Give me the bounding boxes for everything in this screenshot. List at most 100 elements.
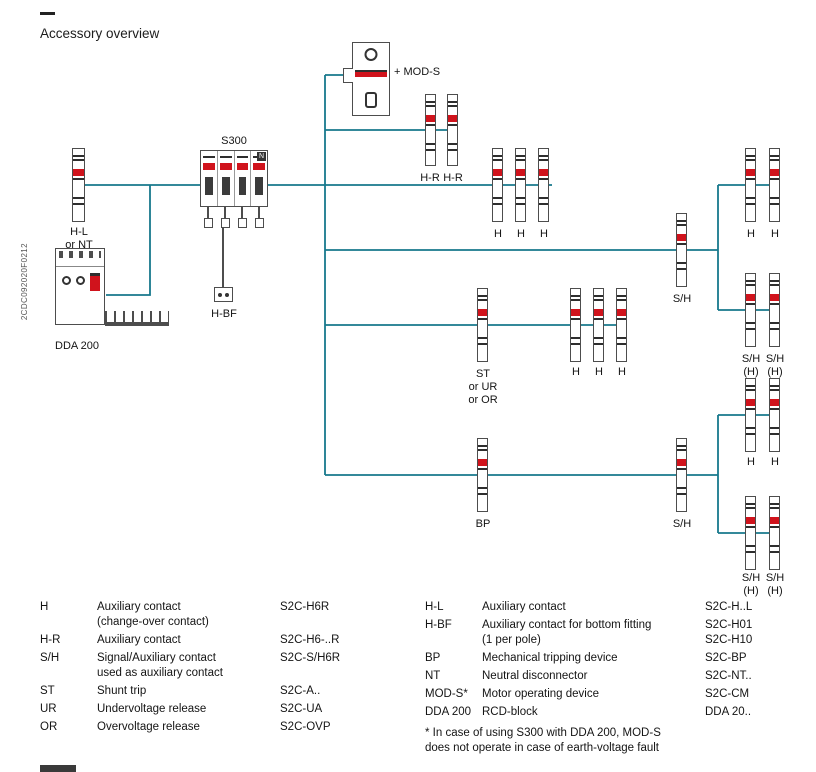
s300-terminal-box [255, 218, 264, 228]
dda-din-rail [105, 311, 169, 326]
dda-indicator-icon [76, 276, 85, 285]
mod-s-knob-icon [364, 48, 378, 61]
legend-row: OR Overvoltage release S2C-OVP [40, 720, 412, 735]
legend-desc: Mechanical tripping device [482, 652, 618, 664]
device-s-h-bottom [676, 438, 687, 512]
mod-s-handle-icon [365, 92, 377, 108]
legend-abbr: H-L [425, 601, 444, 613]
legend-row: UR Undervoltage release S2C-UA [40, 702, 412, 717]
dda-test-button-icon [62, 276, 71, 285]
legend-abbr: H-BF [425, 619, 452, 631]
legend-desc: Auxiliary contact for bottom fitting (1 … [482, 619, 652, 646]
device-h-l [72, 148, 85, 222]
label-st-ur-or: ST or UR or OR [468, 368, 498, 406]
dda-red-switch [90, 273, 100, 291]
device-h-6 [616, 288, 627, 362]
legend-row: H-L Auxiliary contact S2C-H..L [425, 600, 805, 615]
legend-abbr: BP [425, 652, 441, 664]
label-h-6: H [618, 366, 626, 378]
document-code-vertical: 2CDC092020F0212 [20, 243, 29, 321]
legend-footnote: * In case of using S300 with DDA 200, MO… [425, 727, 661, 754]
s300-terminal-stub [241, 207, 243, 219]
legend-desc: Signal/Auxiliary contact used as auxilia… [97, 652, 223, 679]
device-dda-200 [55, 248, 105, 325]
legend-part: S2C-H6-..R [280, 634, 340, 646]
h-bf-connector-line [222, 228, 224, 288]
s300-module-1 [201, 151, 218, 206]
device-h-3 [538, 148, 549, 222]
label-h-r-2: H-R [443, 172, 463, 184]
label-h-mid-right-1: H [747, 456, 755, 468]
legend-part: S2C-A.. [280, 685, 321, 697]
legend-row: DDA 200 RCD-block DDA 20.. [425, 705, 805, 720]
legend-abbr: OR [40, 721, 58, 733]
legend-right-block: H-L Auxiliary contact S2C-H..L H-BF Auxi… [425, 600, 805, 756]
legend-part: S2C-H01 S2C-H10 [705, 619, 753, 646]
device-h-1 [492, 148, 503, 222]
label-h-top-right-1: H [747, 228, 755, 240]
label-s300: S300 [221, 135, 247, 147]
s300-terminal-box [238, 218, 247, 228]
legend-part: S2C-H..L [705, 601, 753, 613]
mod-s-red-stripe [355, 70, 387, 77]
label-s-h-top: S/H [672, 293, 692, 305]
legend-row: BP Mechanical tripping device S2C-BP [425, 651, 805, 666]
legend-abbr: NT [425, 670, 441, 682]
device-s-h-top [676, 213, 687, 287]
label-s-h-h-top-2: S/H (H) [765, 353, 785, 378]
s300-terminal-box [221, 218, 230, 228]
connection-lines [82, 74, 780, 534]
device-h-top-right-2 [769, 148, 780, 222]
device-h-mid-right-2 [769, 378, 780, 452]
device-s-h-h-top-1 [745, 273, 756, 347]
legend-part: S2C-BP [705, 652, 747, 664]
legend-desc: Auxiliary contact [97, 634, 181, 646]
legend-desc: Overvoltage release [97, 721, 200, 733]
legend-row: ST Shunt trip S2C-A.. [40, 684, 412, 699]
legend-desc: Neutral disconnector [482, 670, 588, 682]
label-h-3: H [540, 228, 548, 240]
legend-row: H Auxiliary contact (change-over contact… [40, 600, 412, 630]
legend-abbr: UR [40, 703, 57, 715]
section-dash [40, 12, 55, 15]
s300-module-3 [234, 151, 252, 206]
device-s-h-h-bottom-1 [745, 496, 756, 570]
legend-part: S2C-OVP [280, 721, 331, 733]
legend-desc: Auxiliary contact [482, 601, 566, 613]
device-h-mid-right-1 [745, 378, 756, 452]
device-h-top-right-1 [745, 148, 756, 222]
legend-row: H-BF Auxiliary contact for bottom fittin… [425, 618, 805, 648]
label-h-r-1: H-R [420, 172, 440, 184]
device-mod-s [343, 42, 390, 116]
legend-desc: Auxiliary contact (change-over contact) [97, 601, 209, 628]
legend-row: S/H Signal/Auxiliary contact used as aux… [40, 651, 412, 681]
legend-abbr: MOD-S* [425, 688, 468, 700]
dda-divider [56, 266, 104, 267]
legend-part: S2C-H6R [280, 601, 330, 613]
label-h-1: H [494, 228, 502, 240]
label-h-top-right-2: H [771, 228, 779, 240]
label-h-5: H [595, 366, 603, 378]
label-dda-200: DDA 200 [55, 340, 100, 352]
device-h-bf [214, 287, 233, 302]
legend-part: S2C-NT.. [705, 670, 752, 682]
legend-desc: Undervoltage release [97, 703, 207, 715]
neutral-marker: N [257, 152, 266, 161]
legend-abbr: S/H [40, 652, 60, 664]
legend-row: NT Neutral disconnector S2C-NT.. [425, 669, 805, 684]
legend-part: S2C-CM [705, 688, 750, 700]
label-h-l: H-L or NT [65, 226, 93, 251]
s300-terminal-box [204, 218, 213, 228]
label-h-bf: H-BF [211, 308, 237, 320]
device-bp [477, 438, 488, 512]
legend-row: MOD-S* Motor operating device S2C-CM [425, 687, 805, 702]
device-st-ur-or [477, 288, 488, 362]
legend-part: DDA 20.. [705, 706, 752, 718]
s300-module-2 [217, 151, 235, 206]
h-bf-terminal-dot [225, 292, 229, 297]
label-mod-s: + MOD-S [394, 66, 441, 78]
s300-module-n: N [251, 151, 267, 206]
s300-terminal-stub [258, 207, 260, 219]
legend-desc: Shunt trip [97, 685, 147, 697]
